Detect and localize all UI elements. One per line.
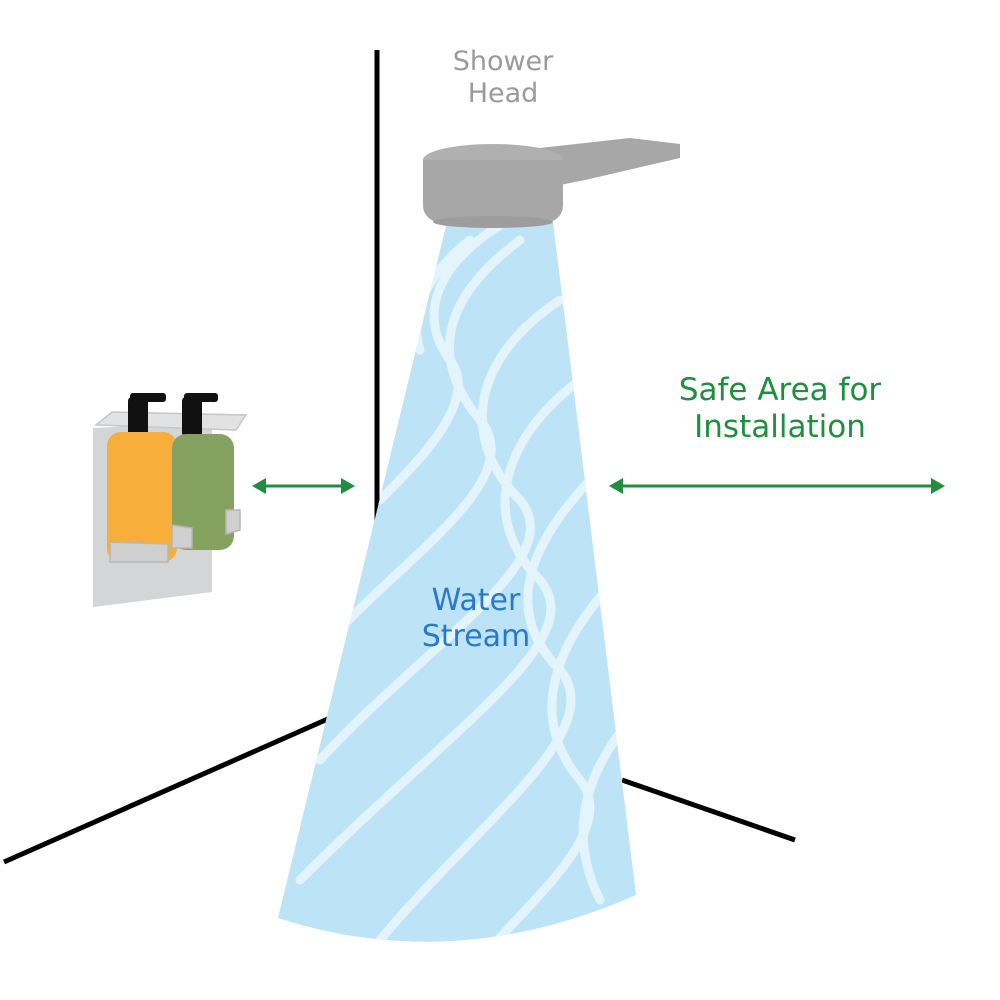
water-stream-label: Water Stream	[421, 583, 531, 654]
pump-left-nozzle	[130, 393, 166, 402]
safe-area-arrow-icon	[609, 478, 945, 494]
pump-left	[128, 397, 148, 437]
floor-left-line	[2, 715, 332, 865]
pump-right-nozzle	[184, 393, 218, 402]
shower-head-face	[433, 216, 553, 228]
arrow-right-head-right	[931, 478, 945, 494]
bracket-right	[171, 524, 193, 549]
bottle-orange	[107, 432, 177, 562]
arrow-right-head-left	[609, 478, 623, 494]
soap-dispenser-icon	[93, 393, 248, 607]
pump-right	[182, 397, 202, 437]
shower-arm	[540, 138, 680, 185]
bottle-green	[172, 434, 234, 550]
safe-area-label: Safe Area for Installation	[678, 372, 882, 446]
floor-right-line	[621, 777, 796, 843]
bracket-left	[109, 541, 169, 563]
arrow-left-head-left	[252, 478, 266, 494]
double-arrow-icon	[252, 478, 355, 494]
shower-head-body	[423, 160, 563, 224]
bracket-right-outer	[225, 509, 241, 535]
shower-head-icon	[423, 138, 680, 228]
shower-head-label: Shower Head	[452, 46, 554, 110]
arrow-left-head-right	[341, 478, 355, 494]
